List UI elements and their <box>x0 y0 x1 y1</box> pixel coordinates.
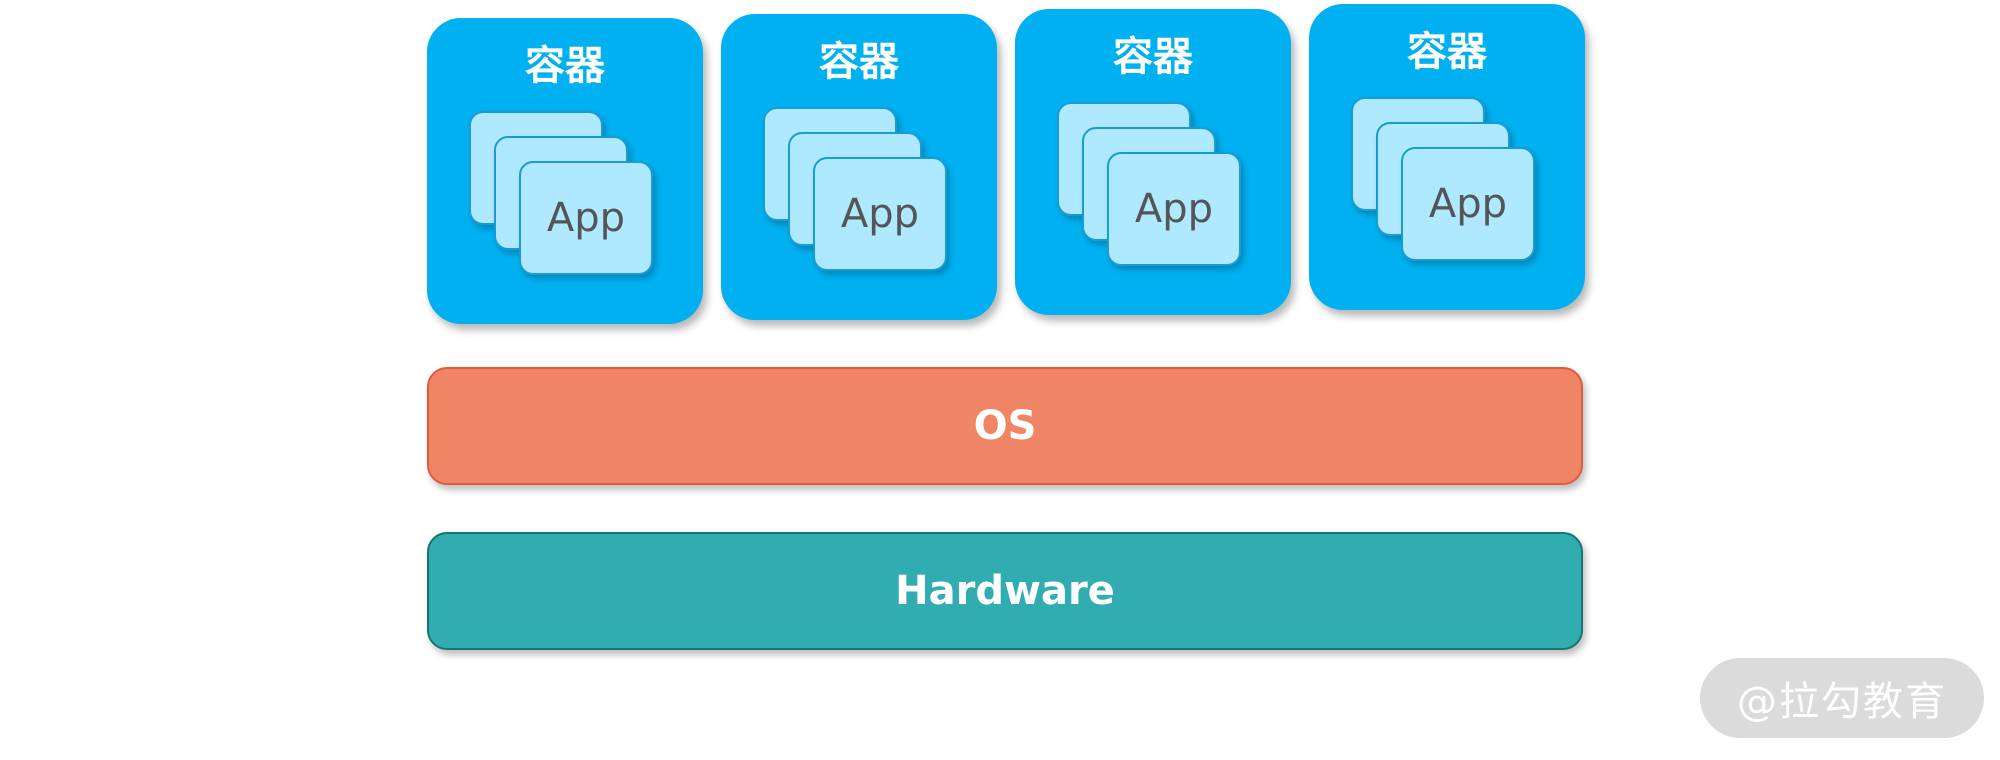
app-label: App <box>840 191 920 237</box>
os-layer: OS <box>427 367 1583 485</box>
container-title: 容器 <box>1407 29 1487 75</box>
container-title: 容器 <box>819 39 899 85</box>
container-title: 容器 <box>1113 34 1193 80</box>
os-label: OS <box>973 403 1037 449</box>
app-label: App <box>1134 186 1214 232</box>
app-card-front: App <box>1107 152 1241 266</box>
hardware-layer: Hardware <box>427 532 1583 650</box>
container-box-3: 容器 App <box>1015 9 1291 315</box>
app-card-front: App <box>519 161 653 275</box>
app-label: App <box>546 195 626 241</box>
container-box-2: 容器 App <box>721 14 997 320</box>
hardware-label: Hardware <box>895 568 1115 614</box>
app-label: App <box>1428 181 1508 227</box>
app-card-front: App <box>1401 147 1535 261</box>
app-card-front: App <box>813 157 947 271</box>
container-box-4: 容器 App <box>1309 4 1585 310</box>
container-box-1: 容器 App <box>427 18 703 324</box>
container-title: 容器 <box>525 43 605 89</box>
watermark: @拉勾教育 <box>1700 658 1984 738</box>
